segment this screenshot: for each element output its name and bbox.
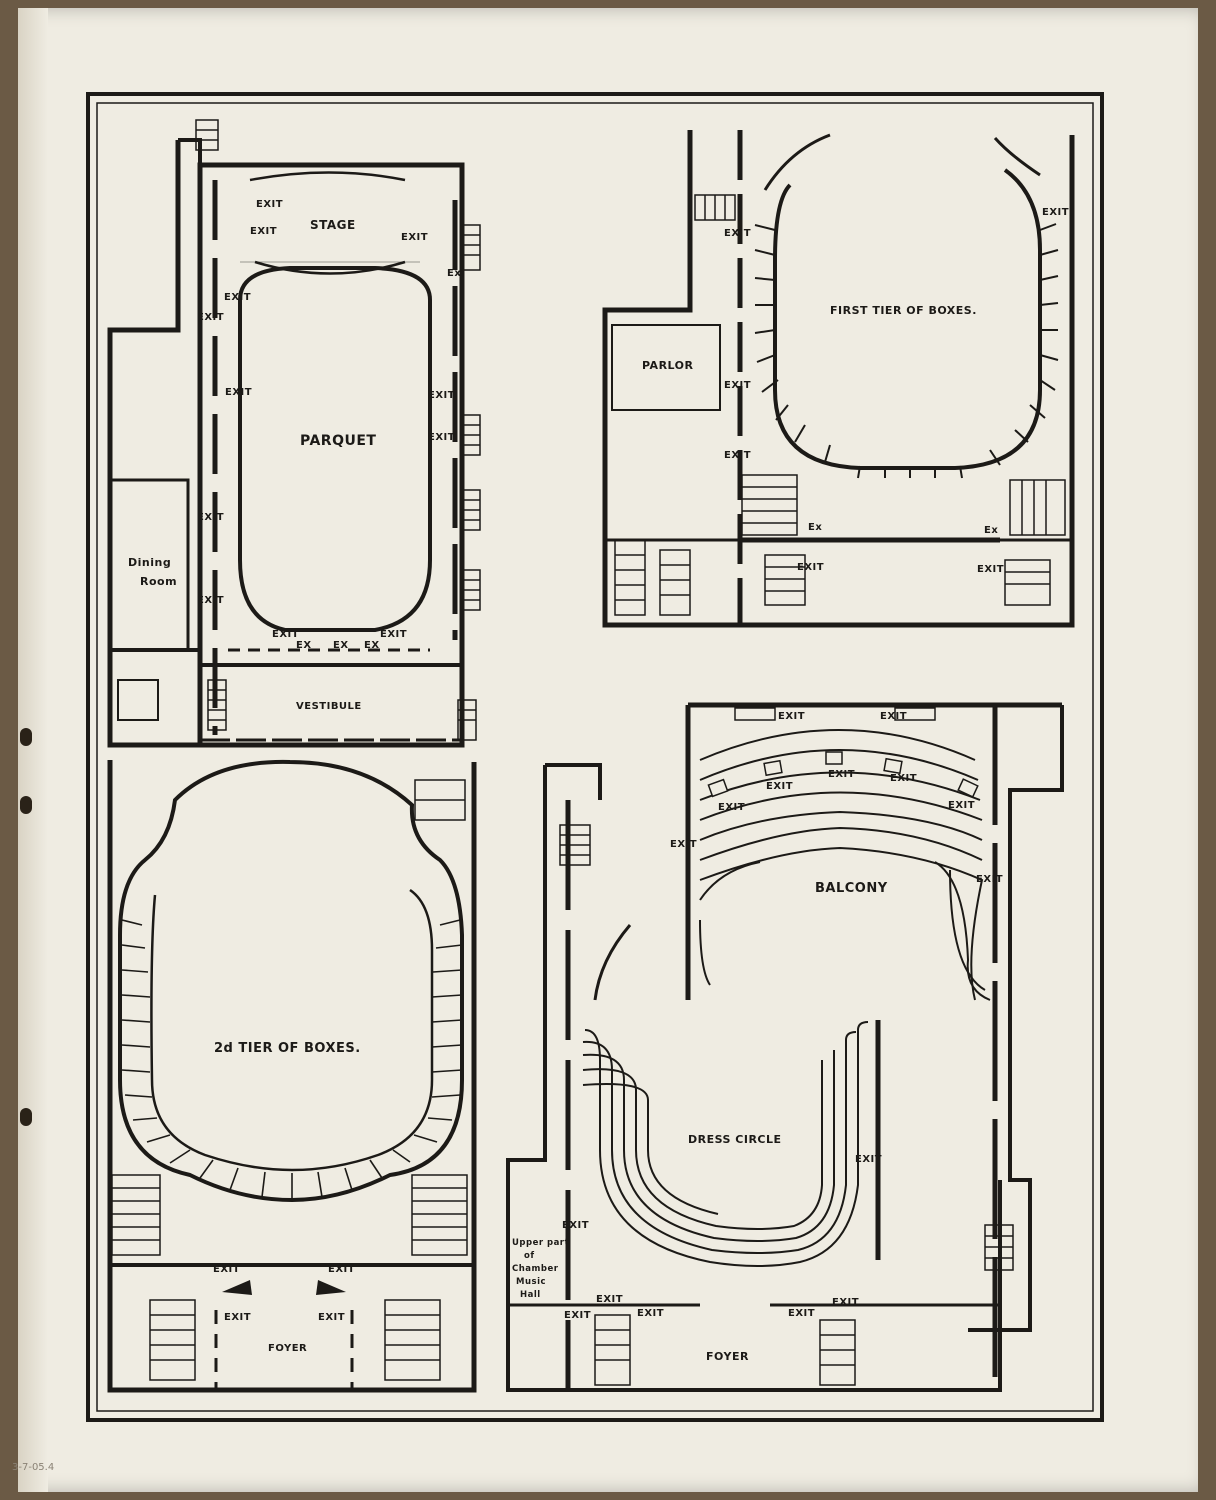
exit-label: EXIT	[724, 228, 751, 239]
ex-label: Ex	[984, 525, 998, 536]
exit-label: EXIT	[328, 1264, 355, 1275]
exit-label: EXIT	[637, 1308, 664, 1319]
chamber-label-5: Hall	[520, 1290, 541, 1300]
exit-label: EXIT	[272, 629, 299, 640]
binding-hole	[20, 1108, 32, 1126]
exit-label: EXIT	[890, 773, 917, 784]
exit-label: EXIT	[197, 595, 224, 606]
exit-label: EXIT	[948, 800, 975, 811]
exit-label: EXIT	[724, 380, 751, 391]
exit-label: EXIT	[855, 1154, 882, 1165]
binding-hole	[20, 728, 32, 746]
chamber-label-3: Chamber	[512, 1264, 559, 1274]
exit-label: EXIT	[225, 387, 252, 398]
ex-label: Ex	[447, 268, 461, 279]
parlor-label: PARLOR	[642, 359, 694, 372]
foyer-label: FOYER	[268, 1343, 307, 1354]
exit-label: EXIT	[213, 1264, 240, 1275]
exit-label: EXIT	[197, 312, 224, 323]
exit-label: EXIT	[250, 226, 277, 237]
margin-note: 3-7-05.4	[12, 1462, 55, 1473]
balcony-label: BALCONY	[815, 881, 888, 896]
exit-label: EXIT	[670, 839, 697, 850]
vestibule-label: VESTIBULE	[296, 701, 362, 712]
inner-border	[96, 102, 1094, 1412]
exit-label: EXIT	[724, 450, 751, 461]
ex-label: Ex	[808, 522, 822, 533]
exit-label: EXIT	[976, 874, 1003, 885]
chamber-label-4: Music	[516, 1277, 546, 1287]
ex-label: EX	[296, 640, 312, 651]
balcony-plan: BALCONY DRESS CIRCLE FOYER Upper part of…	[506, 702, 1064, 1392]
exit-label: EXIT	[778, 711, 805, 722]
exit-label: EXIT	[380, 629, 407, 640]
parquet-plan: STAGE PARQUET Dining Room VESTIBULE EXIT…	[107, 119, 481, 748]
exit-label: EXIT	[256, 199, 283, 210]
ex-label: EX	[333, 640, 349, 651]
exit-label: EXIT	[828, 769, 855, 780]
exit-label: EXIT	[224, 292, 251, 303]
dress-circle-label: DRESS CIRCLE	[688, 1133, 782, 1146]
exit-label: EXIT	[797, 562, 824, 573]
chamber-label-2: of	[524, 1251, 535, 1261]
parquet-label: PARQUET	[300, 433, 376, 449]
exit-label: EXIT	[788, 1308, 815, 1319]
dining-label-2: Room	[140, 575, 177, 588]
exit-label: EXIT	[718, 802, 745, 813]
outer-border	[86, 92, 1104, 1422]
chamber-label-1: Upper part	[512, 1238, 569, 1248]
exit-label: EXIT	[596, 1294, 623, 1305]
dining-label-1: Dining	[128, 556, 171, 569]
first-tier-title: FIRST TIER OF BOXES.	[830, 304, 977, 317]
exit-label: EXIT	[197, 512, 224, 523]
binding-edge	[18, 8, 48, 1492]
exit-label: EXIT	[1042, 207, 1069, 218]
exit-label: EXIT	[562, 1220, 589, 1231]
exit-label: EXIT	[564, 1310, 591, 1321]
exit-label: EXIT	[224, 1312, 251, 1323]
ex-label: EX	[364, 640, 380, 651]
second-tier-plan: 2d TIER OF BOXES. FOYER EXIT EXIT EXIT E…	[107, 759, 477, 1393]
exit-label: EXIT	[428, 432, 455, 443]
first-tier-plan: FIRST TIER OF BOXES. PARLOR EXIT EXIT EX…	[602, 130, 1075, 628]
exit-label: EXIT	[401, 232, 428, 243]
binding-hole	[20, 796, 32, 814]
exit-label: EXIT	[880, 711, 907, 722]
exit-label: EXIT	[318, 1312, 345, 1323]
exit-label: EXIT	[428, 390, 455, 401]
exit-label: EXIT	[977, 564, 1004, 575]
exit-label: EXIT	[832, 1297, 859, 1308]
stage-label: STAGE	[310, 218, 356, 232]
second-tier-title: 2d TIER OF BOXES.	[214, 1041, 361, 1056]
foyer-label: FOYER	[706, 1350, 749, 1363]
exit-label: EXIT	[766, 781, 793, 792]
program-page	[18, 8, 1198, 1492]
